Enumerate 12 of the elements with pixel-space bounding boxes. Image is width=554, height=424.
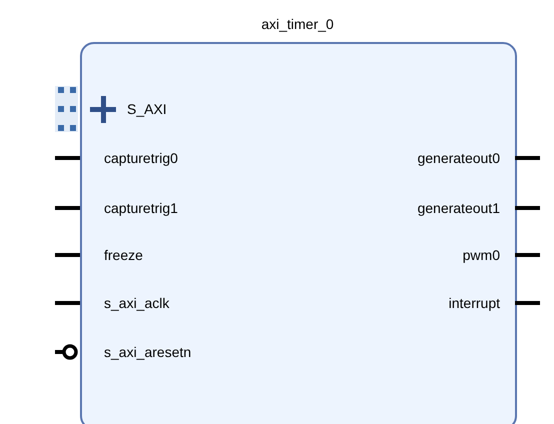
port-name: interrupt <box>448 295 500 311</box>
port-name: capturetrig1 <box>104 200 178 216</box>
port-name: capturetrig0 <box>104 150 178 166</box>
port-name: s_axi_aclk <box>104 295 170 311</box>
port-name: pwm0 <box>462 247 500 263</box>
port-name: generateout0 <box>417 150 500 166</box>
port-name: s_axi_aresetn <box>104 344 192 360</box>
port-name: generateout1 <box>417 200 500 216</box>
port-name: freeze <box>104 247 143 263</box>
interface-name: S_AXI <box>127 101 167 117</box>
ip-block <box>80 42 517 424</box>
block-title: axi_timer_0 <box>260 16 335 32</box>
